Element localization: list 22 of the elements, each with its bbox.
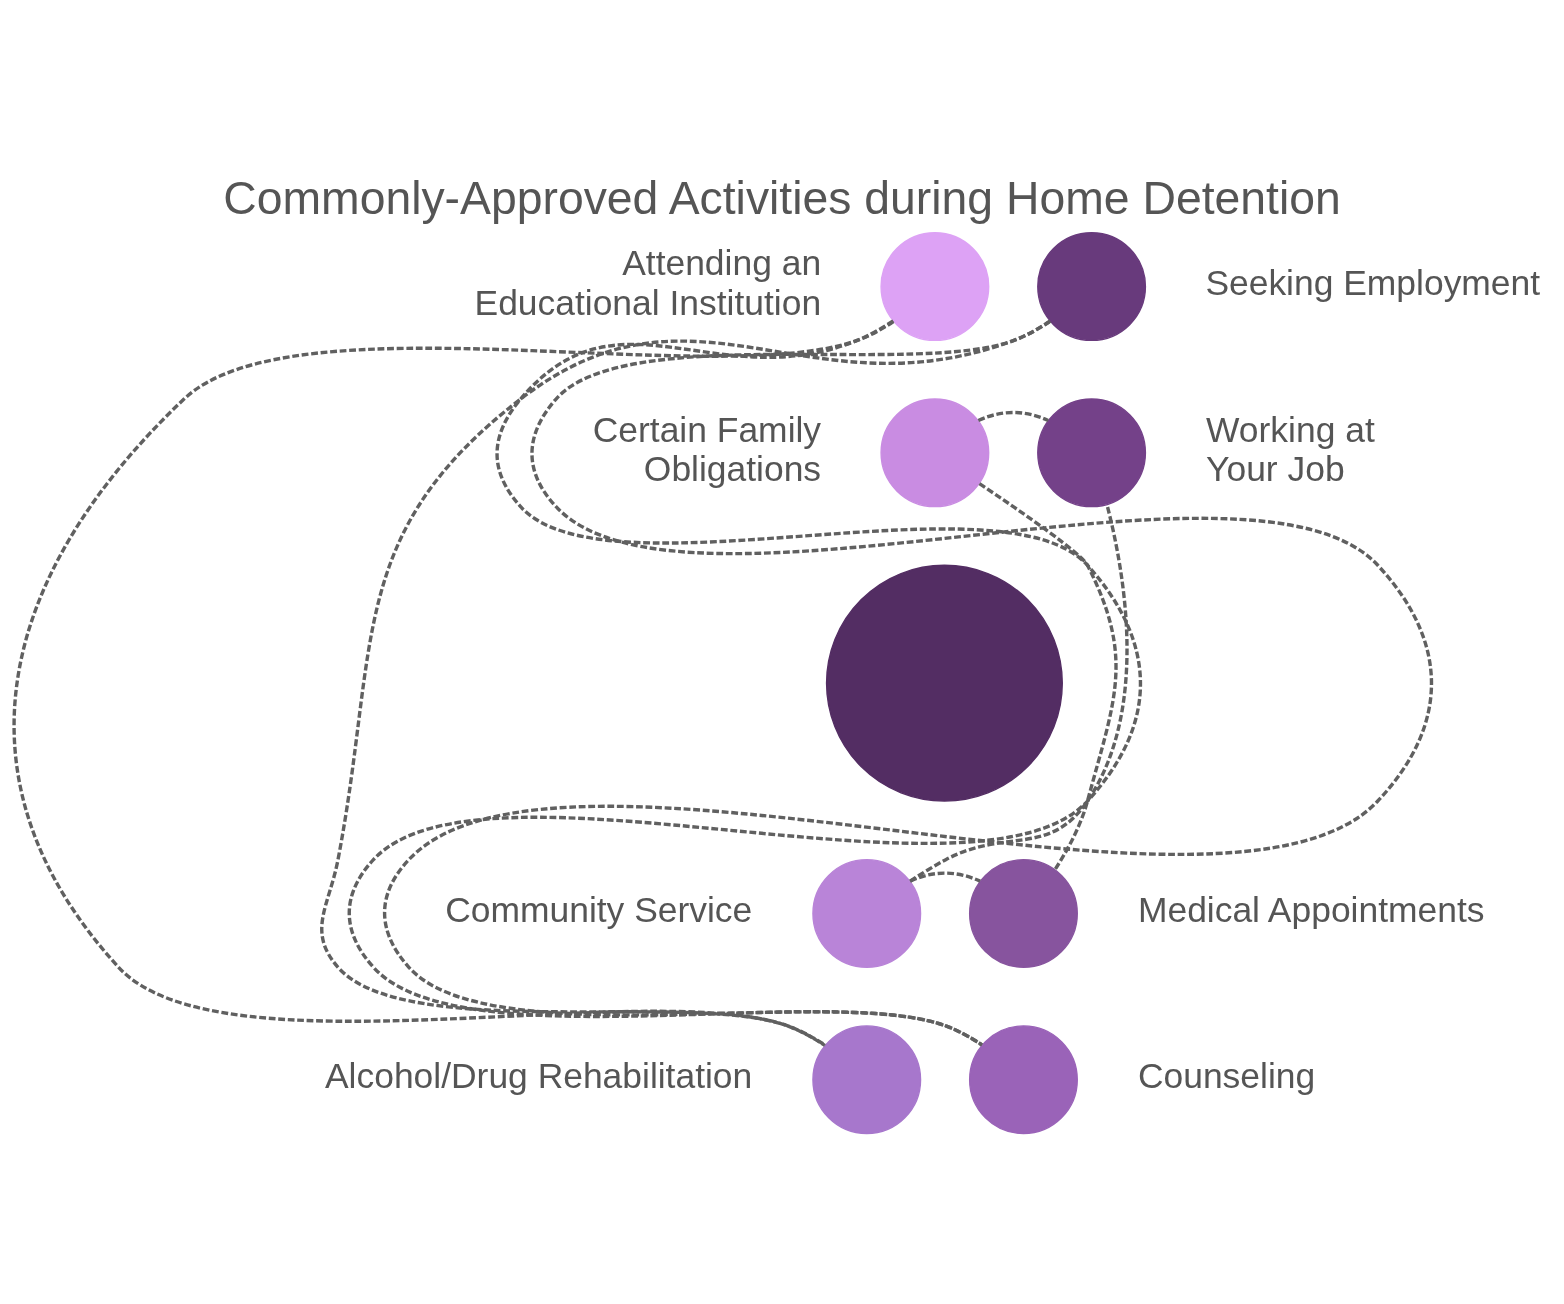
node-label: Certain Family Obligations — [592, 409, 822, 489]
node-circle — [880, 397, 990, 507]
node-circle — [1037, 231, 1147, 341]
node-label: Counseling — [1137, 1055, 1316, 1096]
diagram-title: Commonly-Approved Activities during Home Detention — [223, 171, 1341, 224]
node-circle — [1037, 397, 1147, 507]
node-circle — [968, 1024, 1078, 1134]
connector — [909, 870, 981, 883]
node-label: Working at Your Job — [1206, 409, 1375, 489]
node-label: Community Service — [445, 889, 753, 930]
node-circle — [812, 858, 922, 968]
connector — [383, 319, 1433, 1046]
connector — [977, 410, 1049, 422]
node-circle — [880, 231, 990, 341]
node-circle — [812, 1024, 922, 1134]
node-label: Seeking Employment — [1205, 262, 1541, 303]
node-label: Medical Appointments — [1137, 889, 1485, 930]
node-circle — [968, 858, 1078, 968]
node-label: Attending an Educational Institution — [474, 242, 822, 323]
connector — [978, 481, 1118, 870]
node-label: Alcohol/Drug Rehabilitation — [325, 1055, 753, 1096]
node-circle — [825, 564, 1063, 802]
